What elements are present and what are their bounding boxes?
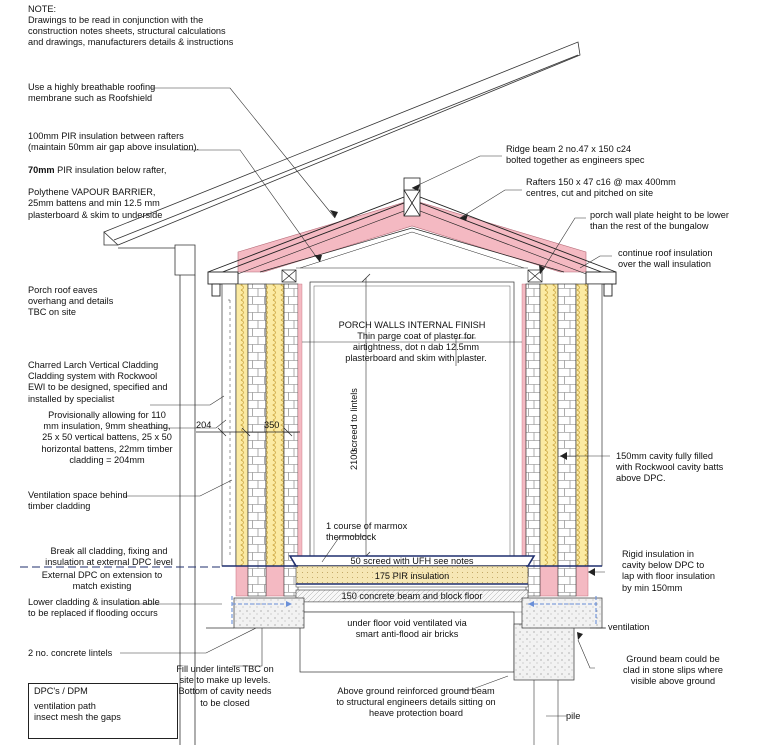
label-concrete-floor: 150 concrete beam and block floor (341, 591, 483, 601)
label-ground-beam: Above ground reinforced ground beam to s… (336, 686, 496, 719)
existing-roof (103, 41, 581, 745)
label-ventilation-space: Ventilation space behind timber cladding (28, 490, 128, 512)
left-wall (221, 283, 303, 597)
dpc-lines (222, 565, 602, 585)
label-external-dpc: External DPC on extension to match exist… (41, 570, 163, 592)
dim-2100: 2100 (349, 449, 359, 470)
label-pir-line1: 100mm PIR insulation between rafters (ma… (28, 131, 200, 153)
sub-floor (206, 597, 606, 745)
label-cladding: Charred Larch Vertical Cladding Cladding… (28, 360, 168, 404)
dim-204: 204 (196, 420, 212, 430)
label-pir-bold: 70mm (28, 164, 55, 175)
note-title: NOTE: (28, 4, 57, 14)
label-fill-lintels: Fill under lintels TBC on site to make u… (176, 664, 274, 708)
label-ground-beam-clad: Ground beam could be clad in stone slips… (622, 654, 724, 687)
label-eaves: Porch roof eaves overhang and details TB… (28, 285, 114, 318)
label-break-cladding: Break all cladding, fixing and insulatio… (45, 546, 173, 568)
vent-arrows (286, 601, 534, 607)
ventilation-paths (231, 596, 597, 624)
right-wall (521, 283, 603, 597)
label-underfloor: under floor void ventilated via smart an… (347, 618, 467, 640)
wall-plates (281, 269, 543, 283)
label-wall-plate: porch wall plate height to be lower than… (590, 210, 729, 232)
label-ridge-beam: Ridge beam 2 no.47 x 150 c24 bolted toge… (506, 144, 645, 166)
label-pir-line2: PIR insulation below rafter, (54, 164, 167, 175)
label-cavity: 150mm cavity fully filled with Rockwool … (616, 451, 724, 484)
label-screed-lintels: screed to lintels (349, 388, 359, 452)
label-marmox: 1 course of marmox thermoblock (326, 521, 408, 543)
leader-arrows (314, 184, 595, 640)
label-ventilation: ventilation (608, 622, 650, 632)
label-pir-175: 175 PIR insulation (374, 571, 450, 581)
dim-350: 350 (264, 420, 280, 430)
label-rafters: Rafters 150 x 47 c16 @ max 400mm centres… (526, 177, 676, 199)
label-screed: 50 screed with UFH see notes (350, 556, 474, 566)
label-membrane: Use a highly breathable roofing membrane… (28, 82, 156, 104)
legend-box (28, 683, 178, 739)
label-provisional: Provisionally allowing for 110 mm insula… (41, 410, 173, 465)
label-continue-roof: continue roof insulation over the wall i… (618, 248, 713, 270)
legend-vent: ventilation path insect mesh the gaps (34, 701, 121, 723)
label-internal-finish-body: Thin parge coat of plaster for airtightn… (345, 331, 487, 364)
dimension-lines (196, 427, 300, 437)
leader-lines (120, 87, 612, 717)
label-pir: 100mm PIR insulation between rafters (ma… (28, 120, 199, 221)
ridge-beam (403, 177, 421, 217)
label-pir-line3: Polythene VAPOUR BARRIER, 25mm battens a… (28, 187, 163, 220)
label-pile: pile (566, 711, 581, 721)
label-lintels: 2 no. concrete lintels (28, 648, 113, 658)
legend-dpc: DPC's / DPM (34, 686, 88, 696)
interior-room (302, 273, 522, 561)
label-rigid-insulation: Rigid insulation in cavity below DPC to … (622, 549, 715, 593)
label-lower-cladding: Lower cladding & insulation able to be r… (28, 597, 160, 619)
label-internal-finish-title: PORCH WALLS INTERNAL FINISH (338, 320, 486, 330)
note-body: Drawings to be read in conjunction with … (28, 15, 234, 48)
